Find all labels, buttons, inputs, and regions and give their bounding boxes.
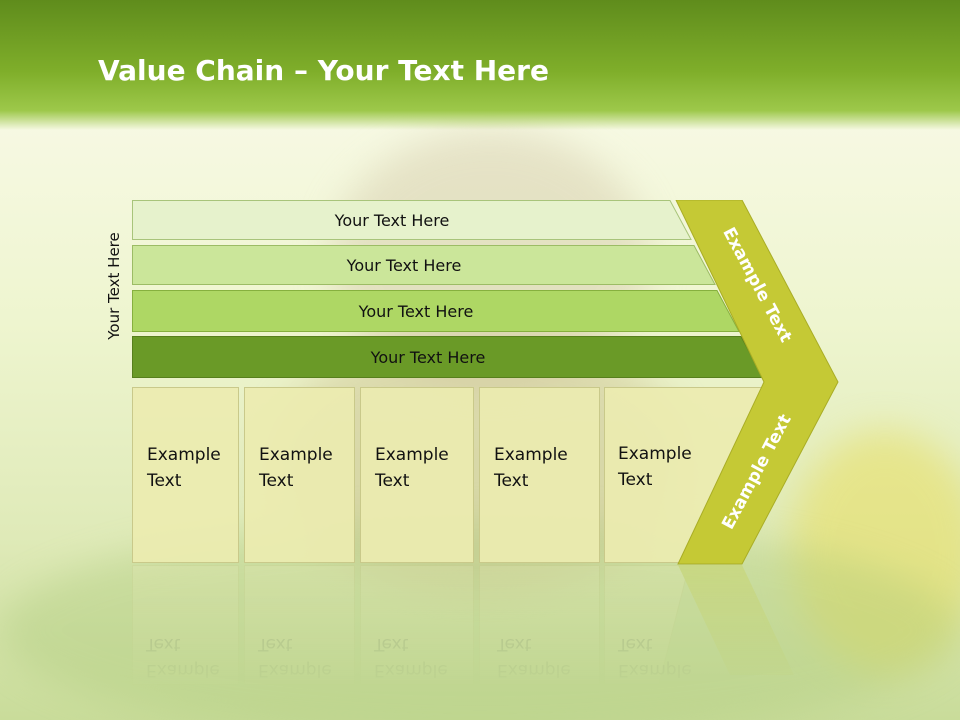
reflection-box xyxy=(132,565,239,685)
reflection-chevron xyxy=(604,565,794,685)
box-line-2: Text xyxy=(147,471,182,491)
bar-shape xyxy=(132,290,740,332)
vertical-label: Your Text Here xyxy=(105,232,123,340)
activity-box-4: Example Text xyxy=(479,387,600,563)
activity-box-5-text: Example Text xyxy=(618,441,728,493)
box-line-1: Example xyxy=(147,445,221,465)
title-bar: Value Chain – Your Text Here xyxy=(0,0,960,130)
bar-label: Your Text Here xyxy=(370,347,486,367)
box-line-2: Text xyxy=(259,471,294,491)
title-rest: – Your Text Here xyxy=(284,54,549,87)
bar-label: Your Text Here xyxy=(334,210,450,230)
activity-box-1: Example Text xyxy=(132,387,239,563)
support-bar-4: Your Text Here xyxy=(132,336,764,378)
activity-box-2: Example Text xyxy=(244,387,355,563)
reflection-box xyxy=(360,565,474,685)
bar-shape xyxy=(132,245,716,285)
margin-chevron xyxy=(675,200,839,565)
support-bar-2: Your Text Here xyxy=(132,245,716,285)
slide-title: Value Chain – Your Text Here xyxy=(98,54,549,87)
title-bold: Value Chain xyxy=(98,54,285,87)
reflection-box xyxy=(244,565,355,685)
support-bar-1: Your Text Here xyxy=(132,200,692,240)
box-line-1: Example xyxy=(375,445,449,465)
background-blur xyxy=(790,430,960,670)
bar-shape xyxy=(132,200,692,240)
bar-label: Your Text Here xyxy=(358,301,474,321)
box-line-2: Text xyxy=(375,471,410,491)
support-bar-3: Your Text Here xyxy=(132,290,740,332)
box-line-2: Text xyxy=(618,470,653,490)
reflection-box xyxy=(479,565,600,685)
bar-label: Your Text Here xyxy=(346,255,462,275)
box-line-2: Text xyxy=(494,471,529,491)
activity-box-3: Example Text xyxy=(360,387,474,563)
box-line-1: Example xyxy=(259,445,333,465)
box-line-1: Example xyxy=(494,445,568,465)
box-line-1: Example xyxy=(618,444,692,464)
